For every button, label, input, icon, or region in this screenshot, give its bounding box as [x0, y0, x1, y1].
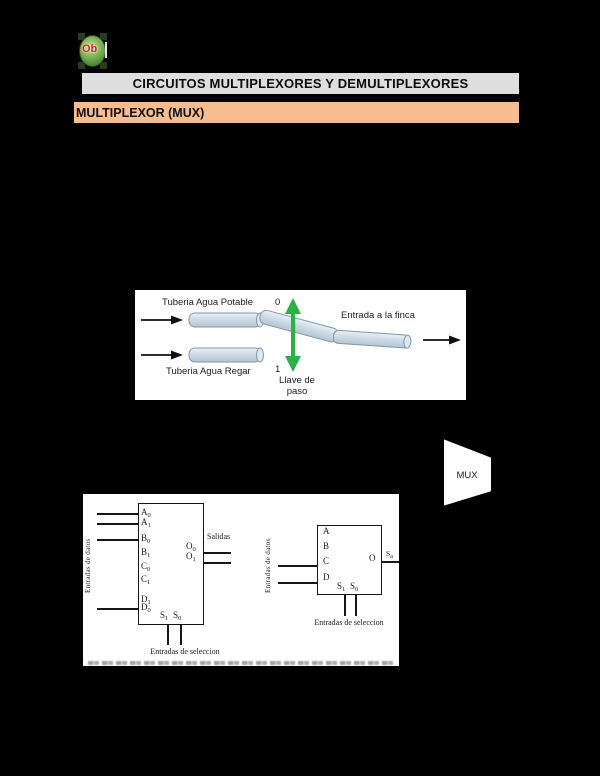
pipe-top — [188, 312, 264, 328]
pin-label: B0 — [141, 533, 151, 545]
top-pipe-label: Tuberia Agua Potable — [162, 297, 253, 308]
pin-label: A1 — [141, 517, 151, 529]
input-line — [278, 565, 317, 567]
select-pin-label: S1 — [337, 581, 346, 593]
logo: Ob — [78, 33, 107, 69]
output-label: Entrada a la finca — [341, 310, 416, 321]
cropped-caption-sliver — [88, 661, 394, 665]
right-mux-box — [317, 525, 382, 595]
pin-label: D0 — [141, 602, 151, 614]
pin-label: C1 — [141, 574, 151, 586]
mux-symbol-figure: MUX — [440, 436, 498, 510]
pin-label: D1 — [141, 594, 151, 606]
input-line — [97, 539, 138, 541]
pipe-bottom — [188, 347, 264, 363]
logo-corner — [78, 33, 85, 40]
section-title: MULTIPLEXOR (MUX) — [76, 105, 205, 120]
mux-schematics-figure: A0 A1 B0 B1 C0 C1 D1 D0 O0 O1 Salidas S1… — [83, 494, 399, 666]
pin-label: C — [323, 556, 330, 566]
select-line — [344, 595, 346, 616]
pin-label: A — [323, 526, 330, 536]
output-pin-label: O — [369, 553, 376, 563]
bottom-pipe-label: Tuberia Agua Regar — [166, 366, 251, 377]
input-line — [97, 513, 138, 515]
output-pin-label: O1 — [186, 551, 196, 563]
pipe-middle — [259, 309, 339, 343]
output-pin-label: O0 — [186, 541, 196, 553]
mux-label: MUX — [456, 470, 478, 481]
select-line — [167, 625, 169, 645]
mux-trapezoid — [442, 436, 493, 509]
flow-arrows — [141, 315, 461, 360]
title-bar: CIRCUITOS MULTIPLEXORES Y DEMULTIPLEXORE… — [82, 73, 519, 94]
logo-oval — [79, 35, 106, 67]
pin-label: B — [323, 541, 330, 551]
outputs-label: Salidas — [207, 532, 231, 541]
state-1-label: 1 — [275, 364, 280, 375]
logo-corner — [78, 62, 85, 69]
select-inputs-label: Entradas de seleccion — [150, 647, 220, 656]
select-pin-label: S1 — [160, 610, 169, 622]
section-bar: MULTIPLEXOR (MUX) — [74, 102, 519, 123]
data-inputs-label: Entradas de datos — [264, 538, 272, 593]
input-line — [278, 582, 317, 584]
pipe-diagram-svg: Tuberia Agua Potable 0 Entrada a la finc… — [141, 297, 461, 397]
pin-label: C0 — [141, 561, 151, 573]
logo-corner — [100, 33, 107, 40]
input-line — [97, 523, 138, 525]
input-line — [97, 608, 138, 610]
select-pin-label: S0 — [350, 581, 359, 593]
pin-label: B1 — [141, 547, 151, 559]
output-line — [204, 552, 231, 554]
output-line — [204, 562, 231, 564]
valve-arrow-icon — [285, 298, 301, 372]
select-inputs-label: Entradas de seleccion — [314, 618, 384, 627]
data-inputs-label: Entradas de datos — [84, 538, 92, 593]
logo-text: Ob — [82, 43, 98, 55]
select-line — [355, 595, 357, 616]
pin-label: A0 — [141, 507, 151, 519]
mux-symbol-svg: MUX — [440, 436, 493, 509]
select-line — [180, 625, 182, 645]
left-mux-box — [138, 503, 204, 625]
select-pin-label: S0 — [173, 610, 182, 622]
pin-label: D — [323, 572, 330, 582]
page-title: CIRCUITOS MULTIPLEXORES Y DEMULTIPLEXORE… — [132, 76, 469, 91]
mux-input-stubs — [440, 465, 443, 497]
valve-label-line1: Llave de — [279, 375, 315, 386]
logo-artifact — [105, 42, 107, 58]
valve-label-line2: paso — [287, 386, 308, 397]
pipe-analogy-figure: Tuberia Agua Potable 0 Entrada a la finc… — [135, 290, 466, 400]
logo-corner — [100, 62, 107, 69]
state-0-label: 0 — [275, 297, 280, 308]
pipe-output — [332, 329, 412, 349]
output-line — [382, 561, 399, 563]
output-line-label: Sa — [386, 549, 394, 560]
